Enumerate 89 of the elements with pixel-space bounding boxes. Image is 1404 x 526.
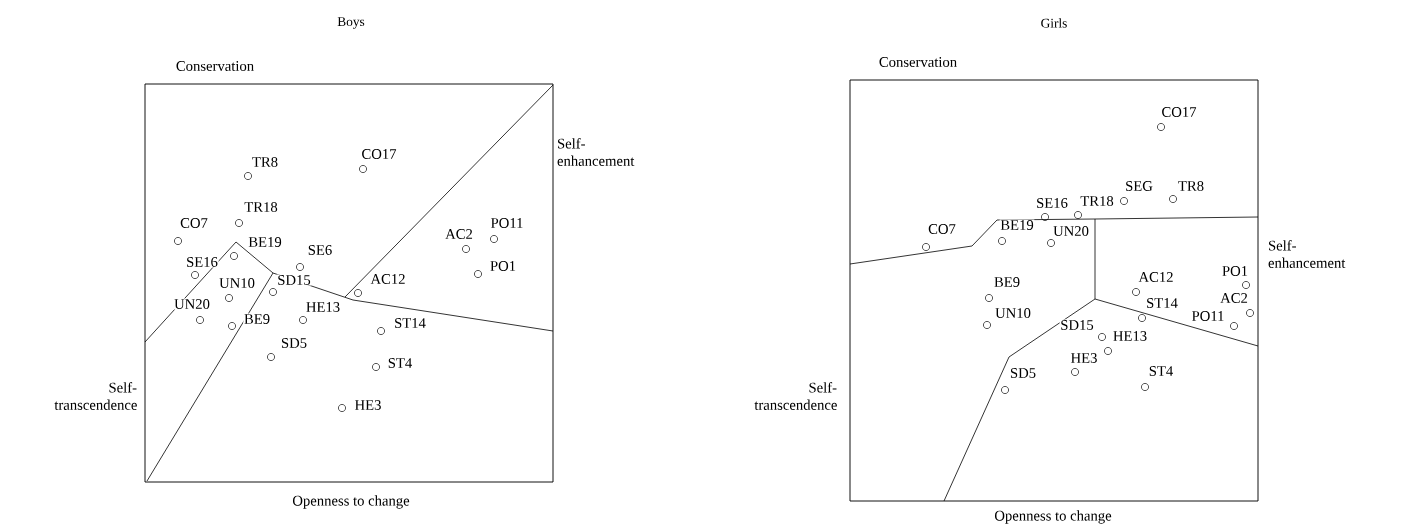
node-label: TR18 [1080, 196, 1114, 206]
node-label: SE6 [308, 245, 332, 255]
node-label: SE16 [187, 257, 218, 267]
data-point: SE16 [185, 256, 219, 279]
node-label: AC12 [370, 274, 405, 284]
node-label: PO1 [490, 261, 516, 271]
data-point: SD15 [1059, 319, 1106, 341]
axis-label: Conservation [176, 61, 254, 71]
node-label: BE9 [994, 277, 1020, 287]
data-point: BE9 [985, 276, 1021, 302]
node-label: UN20 [1053, 226, 1089, 236]
node-label: HE13 [306, 302, 340, 312]
data-point: UN10 [218, 277, 256, 302]
node-label: UN20 [174, 299, 210, 309]
node-label: HE13 [1113, 331, 1147, 341]
data-point: UN10 [983, 307, 1032, 329]
node-label: BE19 [1000, 220, 1034, 230]
node-label: ST14 [395, 318, 426, 328]
node-label: CO17 [1162, 107, 1197, 117]
node-label: SE16 [1037, 198, 1068, 208]
axis-label: Self-transcendence [54, 382, 137, 410]
data-point: TR8 [1169, 180, 1205, 203]
node-label: AC2 [1220, 293, 1248, 303]
data-point: BE19 [230, 236, 283, 260]
data-point: TR8 [244, 156, 279, 180]
axis-label: Openness to change [994, 510, 1112, 524]
node-label: TR8 [252, 157, 278, 167]
data-point: CO7 [922, 223, 957, 251]
node-label: CO7 [928, 224, 956, 234]
node-label: PO1 [1222, 266, 1248, 276]
data-point: SE6 [296, 244, 333, 271]
node-label: SD5 [1010, 368, 1036, 378]
data-point: UN20 [1047, 225, 1090, 247]
data-point: ST14 [1138, 297, 1179, 322]
data-point: SD15 [269, 274, 312, 296]
axis-label: Openness to change [292, 495, 410, 509]
panel-title: Girls [1041, 18, 1067, 28]
data-point: SEG [1120, 180, 1154, 205]
node-label: HE3 [354, 400, 381, 410]
node-label: PO11 [1191, 311, 1224, 321]
panel-title: Boys [337, 17, 365, 29]
node-label: TR8 [1178, 181, 1204, 191]
node-label: TR18 [244, 202, 278, 212]
data-point: AC12 [1132, 271, 1175, 296]
data-point: HE13 [299, 301, 341, 324]
data-point: SD5 [1001, 367, 1037, 394]
data-point: PO1 [1221, 265, 1250, 289]
node-label: SD15 [1061, 320, 1094, 330]
data-point: BE19 [998, 219, 1035, 245]
data-point: CO17 [359, 148, 398, 173]
node-label: ST4 [388, 358, 413, 368]
node-label: BE19 [248, 237, 282, 247]
data-point: BE9 [228, 313, 271, 330]
node-label: BE9 [244, 314, 270, 324]
data-point: SE16 [1035, 197, 1069, 221]
node-label: AC2 [445, 229, 473, 239]
axis-label: Self-enhancement [557, 138, 635, 166]
node-label: SD5 [281, 338, 307, 348]
node-label: HE3 [1070, 353, 1097, 363]
data-point: AC2 [444, 228, 474, 253]
axis-label: Self-enhancement [1268, 240, 1346, 268]
data-point: ST4 [1141, 365, 1174, 391]
data-point: HE13 [1104, 330, 1148, 355]
node-label: SEG [1126, 181, 1153, 191]
node-label: UN10 [995, 308, 1031, 318]
data-point: ST4 [372, 357, 413, 371]
node-label: CO7 [180, 218, 208, 228]
node-label: ST4 [1149, 366, 1174, 376]
data-point: PO11 [1190, 310, 1238, 330]
node-label: SD15 [278, 275, 311, 285]
node-label: PO11 [490, 218, 523, 228]
data-point: TR18 [1074, 195, 1115, 219]
data-point: HE3 [1069, 352, 1099, 376]
data-point: CO17 [1157, 106, 1198, 131]
axis-label: Self-transcendence [754, 382, 837, 410]
data-point: UN20 [173, 298, 211, 324]
node-label: CO17 [362, 149, 397, 159]
data-point: ST14 [377, 317, 427, 335]
data-point: PO11 [489, 217, 525, 243]
data-point: AC12 [354, 273, 407, 297]
data-point: SD5 [267, 337, 308, 361]
data-point: HE3 [338, 399, 383, 412]
data-point: TR18 [235, 201, 279, 227]
node-label: AC12 [1138, 272, 1173, 282]
data-point: PO1 [474, 260, 517, 278]
axis-label: Conservation [879, 57, 957, 67]
data-point: CO7 [174, 217, 209, 245]
node-label: ST14 [1147, 298, 1178, 308]
node-label: UN10 [219, 278, 255, 288]
